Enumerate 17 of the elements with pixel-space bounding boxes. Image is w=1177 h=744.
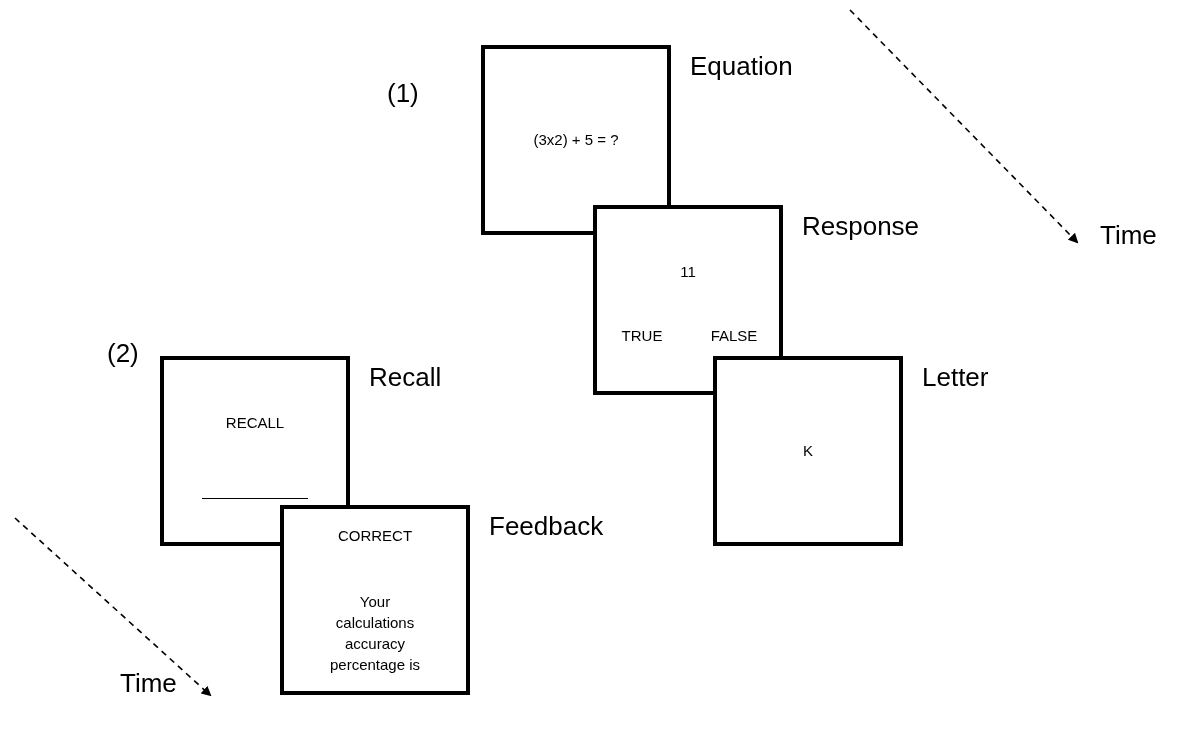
screen-title: Feedback <box>489 511 604 542</box>
recall-prompt: RECALL <box>224 413 286 433</box>
false-option: FALSE <box>689 325 779 346</box>
answer-number: 11 <box>679 262 697 282</box>
axis-label: Time <box>1100 220 1157 251</box>
screen-title: Response <box>802 211 920 242</box>
screen-title: Recall <box>369 362 442 393</box>
feedback-message: Your calculations accuracy percentage is <box>328 592 422 675</box>
trial-part-number: (1) <box>387 78 419 109</box>
true-option: TRUE <box>597 325 687 346</box>
screen-title: Letter <box>922 362 989 393</box>
equation-text: (3x2) + 5 = ? <box>532 130 620 150</box>
screen-title: Equation <box>690 51 793 82</box>
axis-label: Time <box>120 668 177 699</box>
feedback-heading: CORRECT <box>336 526 414 546</box>
letter-text: K <box>802 441 814 461</box>
trial-part-number: (2) <box>107 338 139 369</box>
